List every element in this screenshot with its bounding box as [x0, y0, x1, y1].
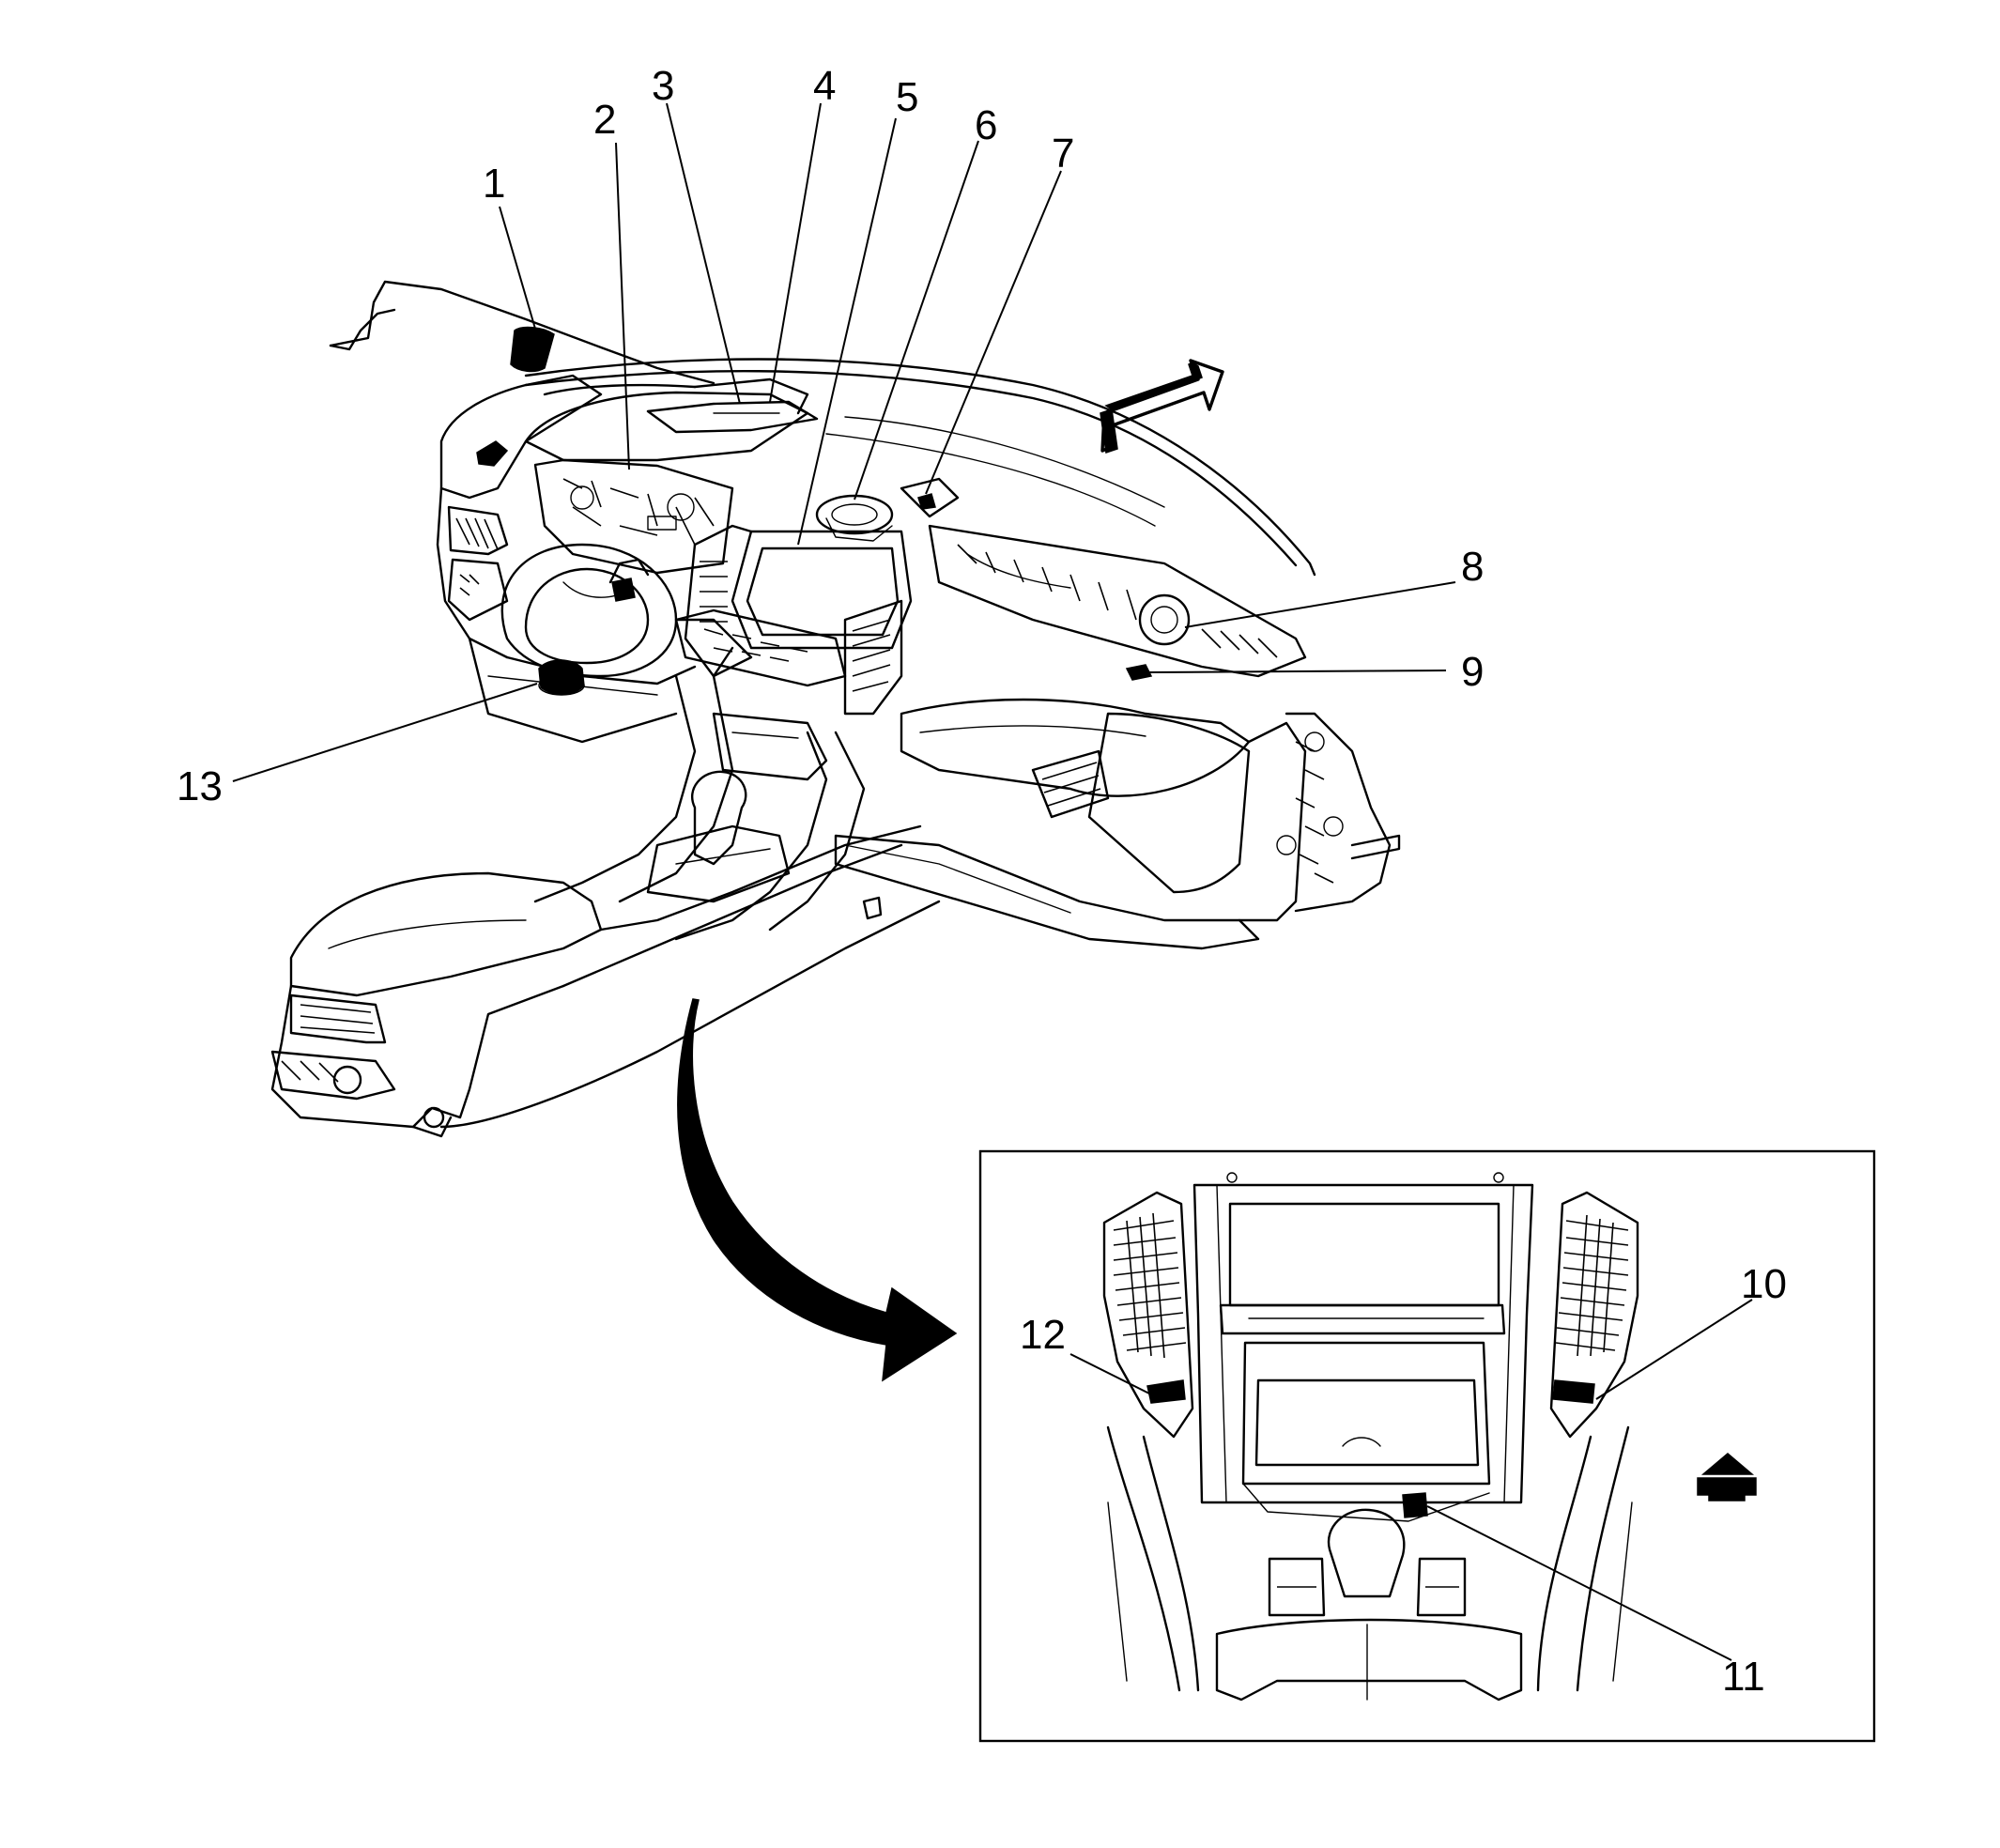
leader-lines — [232, 102, 1753, 1661]
callout-3: 3 — [652, 63, 674, 109]
callout-1: 1 — [483, 161, 505, 207]
forward-direction-arrow-icon — [1100, 359, 1224, 454]
callout-12: 12 — [1020, 1312, 1066, 1358]
callout-11: 11 — [1722, 1654, 1765, 1700]
callout-8: 8 — [1461, 544, 1484, 590]
callout-labels: 1 2 3 4 5 6 7 8 9 10 11 12 13 — [177, 63, 1787, 1700]
instrument-panel-assembly — [270, 280, 1401, 1138]
callout-10: 10 — [1741, 1261, 1787, 1307]
callout-9: 9 — [1461, 649, 1484, 695]
callout-5: 5 — [896, 74, 918, 120]
callout-2: 2 — [593, 97, 616, 143]
callout-7: 7 — [1052, 131, 1074, 177]
callout-13: 13 — [177, 763, 223, 809]
callout-6: 6 — [975, 102, 997, 148]
detail-inset — [978, 1149, 1876, 1743]
forward-direction-arrow-icon — [1697, 1453, 1757, 1502]
callout-4: 4 — [813, 63, 836, 109]
curved-pointer-arrow-icon — [677, 998, 958, 1382]
